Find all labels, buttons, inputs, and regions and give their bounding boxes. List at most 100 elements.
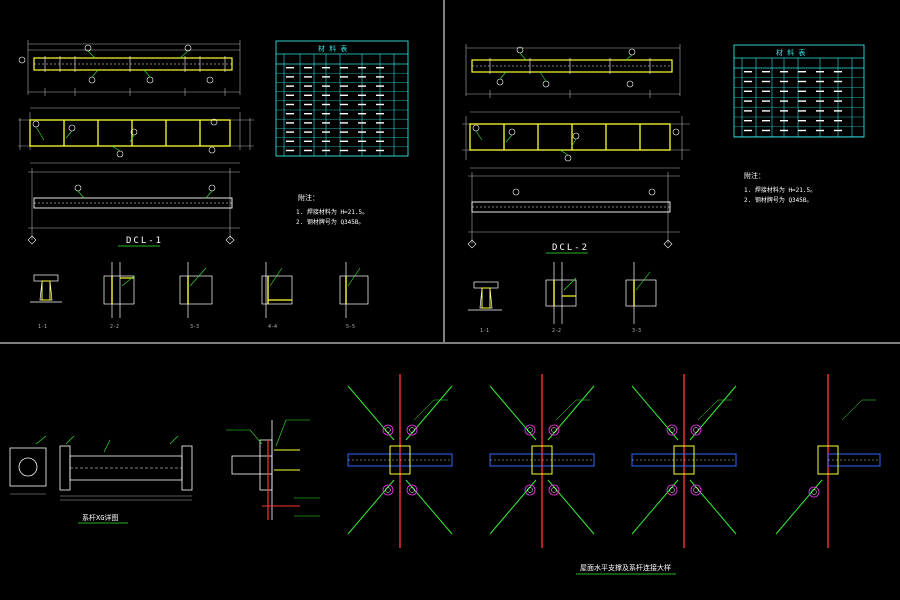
- table-cell-mark: [322, 122, 330, 124]
- table-cell-mark: [762, 71, 770, 73]
- table-cell-mark: [798, 120, 806, 122]
- panel2-elevation-top: [465, 44, 681, 98]
- table-cell-mark: [286, 67, 294, 69]
- table-cell-mark: [798, 80, 806, 83]
- table-cell-mark: [304, 76, 312, 78]
- panel1-sections: 1-1 2-2 3-3 4-4 5-: [30, 262, 369, 330]
- panel2-table-title: 材 料 表: [776, 48, 805, 57]
- table-cell-mark: [304, 131, 312, 133]
- table-cell-mark: [286, 85, 294, 87]
- table-cell-mark: [780, 71, 788, 73]
- table-cell-mark: [762, 110, 770, 112]
- panel1-title: DCL-1: [126, 236, 163, 246]
- gusset-plate: [673, 445, 695, 475]
- table-cell-mark: [358, 131, 366, 133]
- bolt-circle: [690, 484, 702, 496]
- table-cell-mark: [780, 90, 788, 92]
- table-cell-mark: [286, 140, 294, 142]
- table-cell-mark: [358, 140, 366, 142]
- table-cell-mark: [744, 90, 752, 92]
- table-cell-mark: [834, 129, 842, 132]
- table-cell-mark: [834, 90, 842, 92]
- table-cell-mark: [304, 113, 312, 115]
- panel1-notes: 附注： 1. 焊接材料为 H=21.5。 2. 钢材牌号为 Q345B。: [296, 193, 368, 226]
- table-cell-mark: [376, 122, 384, 124]
- bracing-node-4: [775, 374, 881, 548]
- panel2-material-table: 材 料 表: [733, 44, 865, 138]
- table-cell-mark: [780, 100, 788, 102]
- table-cell-mark: [816, 129, 824, 132]
- table-cell-mark: [358, 149, 366, 152]
- p2-section-label-2: 2-2: [552, 328, 561, 334]
- bolt-circle: [666, 424, 678, 436]
- p1-section-label-4: 4-4: [268, 324, 277, 330]
- table-cell-mark: [762, 129, 770, 132]
- table-cell-mark: [816, 100, 824, 102]
- table-cell-mark: [744, 100, 752, 102]
- p1-section-label-3: 3-3: [190, 324, 199, 330]
- table-cell-mark: [286, 76, 294, 78]
- panel2-note-1: 1. 焊接材料为 H=21.5。: [744, 186, 816, 194]
- table-cell-mark: [358, 76, 366, 78]
- table-cell-mark: [744, 110, 752, 112]
- panel2-notes: 附注： 1. 焊接材料为 H=21.5。 2. 钢材牌号为 Q345B。: [744, 171, 816, 204]
- table-cell-mark: [340, 67, 348, 69]
- table-cell-mark: [322, 85, 330, 87]
- table-cell-mark: [816, 110, 824, 112]
- xg-detail: 系杆XG详图: [9, 435, 193, 524]
- diagonal-brace: [631, 385, 679, 441]
- table-cell-mark: [340, 94, 348, 96]
- bolt-circle: [690, 424, 702, 436]
- table-cell-mark: [340, 85, 348, 87]
- table-cell-mark: [798, 71, 806, 73]
- table-cell-mark: [762, 100, 770, 102]
- table-cell-mark: [322, 76, 330, 78]
- panel1-note-2: 2. 钢材牌号为 Q345B。: [296, 218, 365, 226]
- table-cell-mark: [816, 80, 824, 83]
- diagonal-brace: [631, 479, 679, 535]
- table-cell-mark: [376, 85, 384, 87]
- diagonal-brace: [405, 479, 453, 535]
- panel1-note-1: 1. 焊接材料为 H=21.5。: [296, 208, 368, 216]
- panel2-elevation-bottom: DCL-2: [467, 172, 680, 254]
- bolt-circle: [382, 424, 394, 436]
- table-cell-mark: [358, 67, 366, 69]
- panel-dividers: [0, 0, 900, 344]
- diagonal-brace: [689, 479, 737, 535]
- bolt-hole: [527, 427, 533, 433]
- table-cell-mark: [744, 120, 752, 122]
- table-cell-mark: [376, 149, 384, 152]
- table-cell-mark: [304, 140, 312, 142]
- panel1-notes-heading: 附注：: [298, 193, 319, 202]
- table-cell-mark: [780, 80, 788, 83]
- table-cell-mark: [798, 110, 806, 112]
- panel1-material-table: 材 料 表: [275, 40, 409, 157]
- diagonal-brace: [405, 385, 453, 441]
- p2-section-label-3: 3-3: [632, 328, 641, 334]
- gusset-plate: [389, 445, 411, 475]
- table-cell-mark: [304, 149, 312, 152]
- table-cell-mark: [358, 113, 366, 115]
- table-cell-mark: [304, 67, 312, 69]
- table-cell-mark: [358, 85, 366, 87]
- bolt-circle: [406, 424, 418, 436]
- table-cell-mark: [376, 94, 384, 96]
- table-cell-mark: [834, 120, 842, 122]
- table-cell-mark: [376, 76, 384, 78]
- bolt-circle: [406, 484, 418, 496]
- table-cell-mark: [798, 129, 806, 132]
- bolt-hole: [527, 487, 533, 493]
- p1-section-label-1: 1-1: [38, 324, 47, 330]
- table-cell-mark: [322, 131, 330, 133]
- diagonal-brace: [347, 479, 395, 535]
- p2-section-label-1: 1-1: [480, 328, 489, 334]
- p1-section-label-2: 2-2: [110, 324, 119, 330]
- table-cell-mark: [340, 131, 348, 133]
- diagonal-brace: [489, 385, 537, 441]
- bolt-circle: [548, 424, 560, 436]
- bracing-node-1: [347, 374, 453, 548]
- diagonal-brace: [347, 385, 395, 441]
- table-cell-mark: [376, 103, 384, 106]
- table-cell-mark: [798, 90, 806, 92]
